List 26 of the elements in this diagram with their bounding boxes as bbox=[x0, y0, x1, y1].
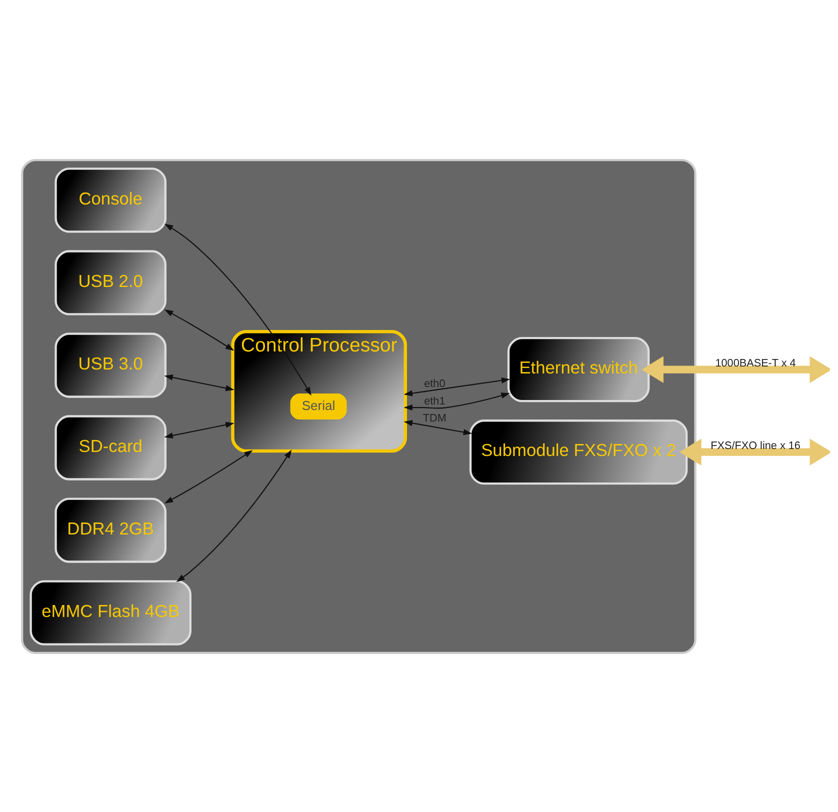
arrow bbox=[164, 374, 234, 391]
node-box: DDR4 2GB bbox=[54, 497, 166, 562]
arrow bbox=[403, 376, 510, 396]
node-box: Ethernet switch bbox=[506, 336, 650, 402]
edge-label: FXS/FXO line x 16 bbox=[710, 439, 800, 452]
node-box: Submodule FXS/FXO x 2 bbox=[468, 419, 688, 484]
edge-label: eth1 bbox=[424, 394, 445, 407]
edge-label: eth0 bbox=[424, 377, 445, 390]
node-box: Console bbox=[54, 167, 166, 232]
arrow bbox=[164, 308, 234, 350]
node-box: Serial bbox=[290, 392, 346, 420]
arrow bbox=[176, 449, 292, 582]
edge-label: TDM bbox=[422, 412, 446, 424]
cluster bbox=[20, 158, 696, 654]
node-box: eMMC Flash 4GB bbox=[29, 580, 191, 645]
node-box: USB 3.0 bbox=[54, 332, 166, 398]
arrow bbox=[164, 223, 311, 396]
node-box: SD-card bbox=[54, 414, 166, 480]
node-box: USB 2.0 bbox=[54, 250, 166, 315]
arrow bbox=[403, 392, 510, 410]
arrow bbox=[678, 438, 830, 466]
arrow bbox=[403, 420, 472, 435]
arrow bbox=[641, 356, 830, 383]
edge-label: 1000BASE-T x 4 bbox=[714, 356, 796, 369]
arrow bbox=[164, 421, 234, 438]
arrow bbox=[164, 450, 252, 504]
